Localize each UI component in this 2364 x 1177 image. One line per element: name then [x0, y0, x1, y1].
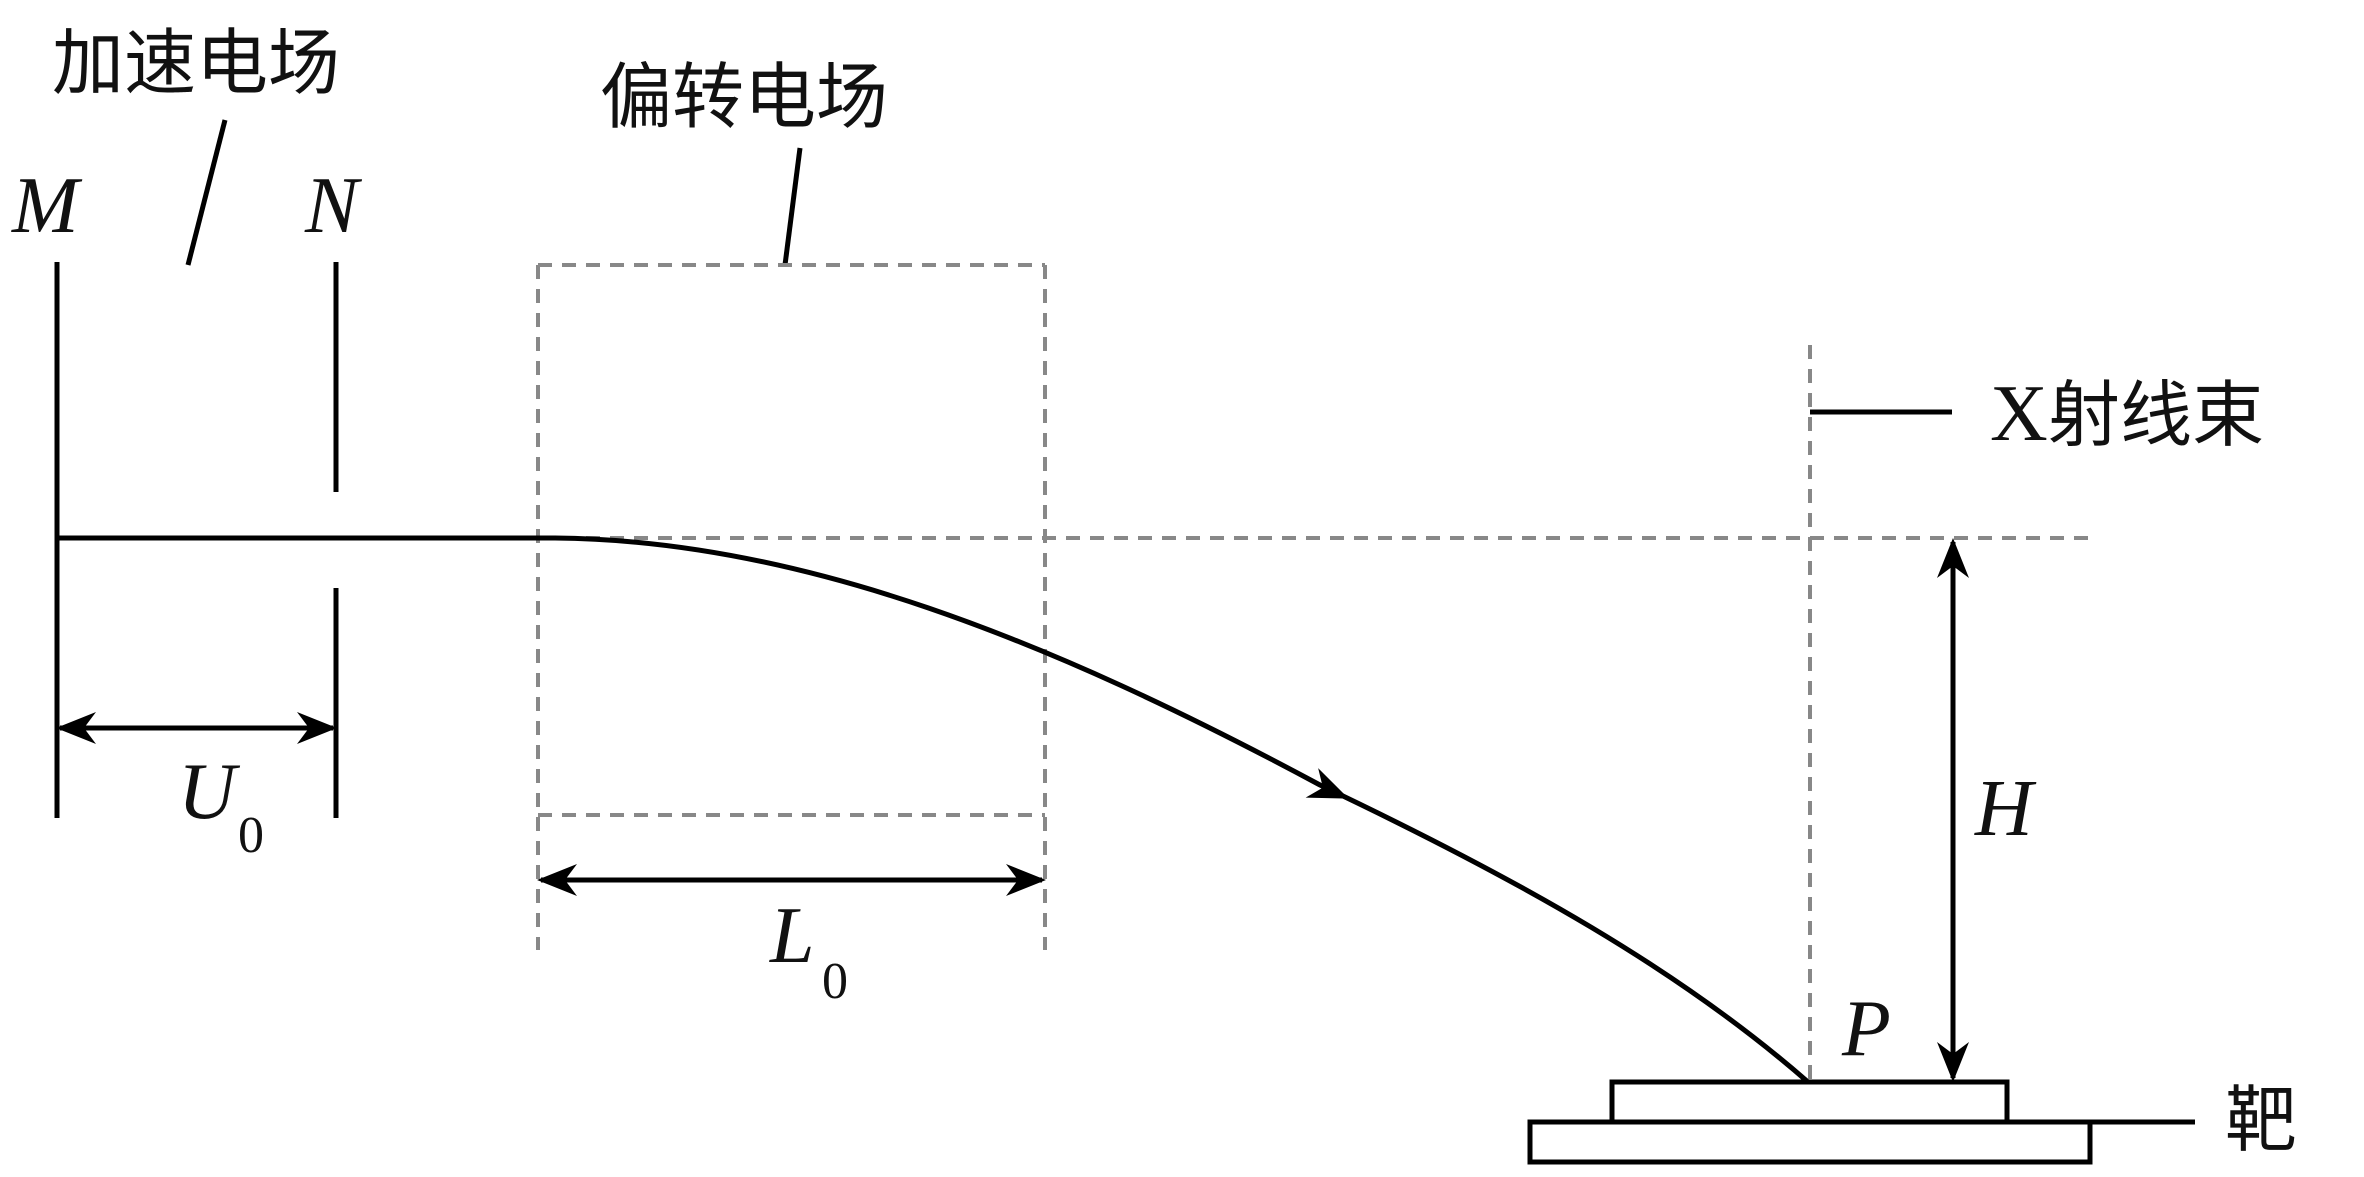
point-p-label: P: [1841, 985, 1891, 1073]
accelerating-field-label: 加速电场: [52, 21, 340, 105]
target-upper-block: [1609, 1079, 2010, 1125]
electron-trajectory: [57, 535, 1810, 1084]
deflecting-field-leader: [782, 147, 803, 266]
l0-subscript: 0: [822, 953, 848, 1010]
h-label: H: [1974, 765, 2037, 853]
target-label: 靶: [2225, 1078, 2297, 1162]
u0-subscript: 0: [238, 807, 264, 864]
xray-text-label: 射线束: [2048, 373, 2264, 457]
accelerating-field-leader: [185, 119, 228, 266]
l0-label: L: [769, 892, 815, 980]
u0-label: U: [178, 748, 241, 836]
target-lower-block: [1527, 1119, 2093, 1165]
xray-x-label: X: [1990, 370, 2048, 458]
plate-n-label: N: [304, 162, 363, 250]
plate-m-label: M: [11, 162, 83, 250]
deflecting-field-label: 偏转电场: [600, 55, 888, 139]
